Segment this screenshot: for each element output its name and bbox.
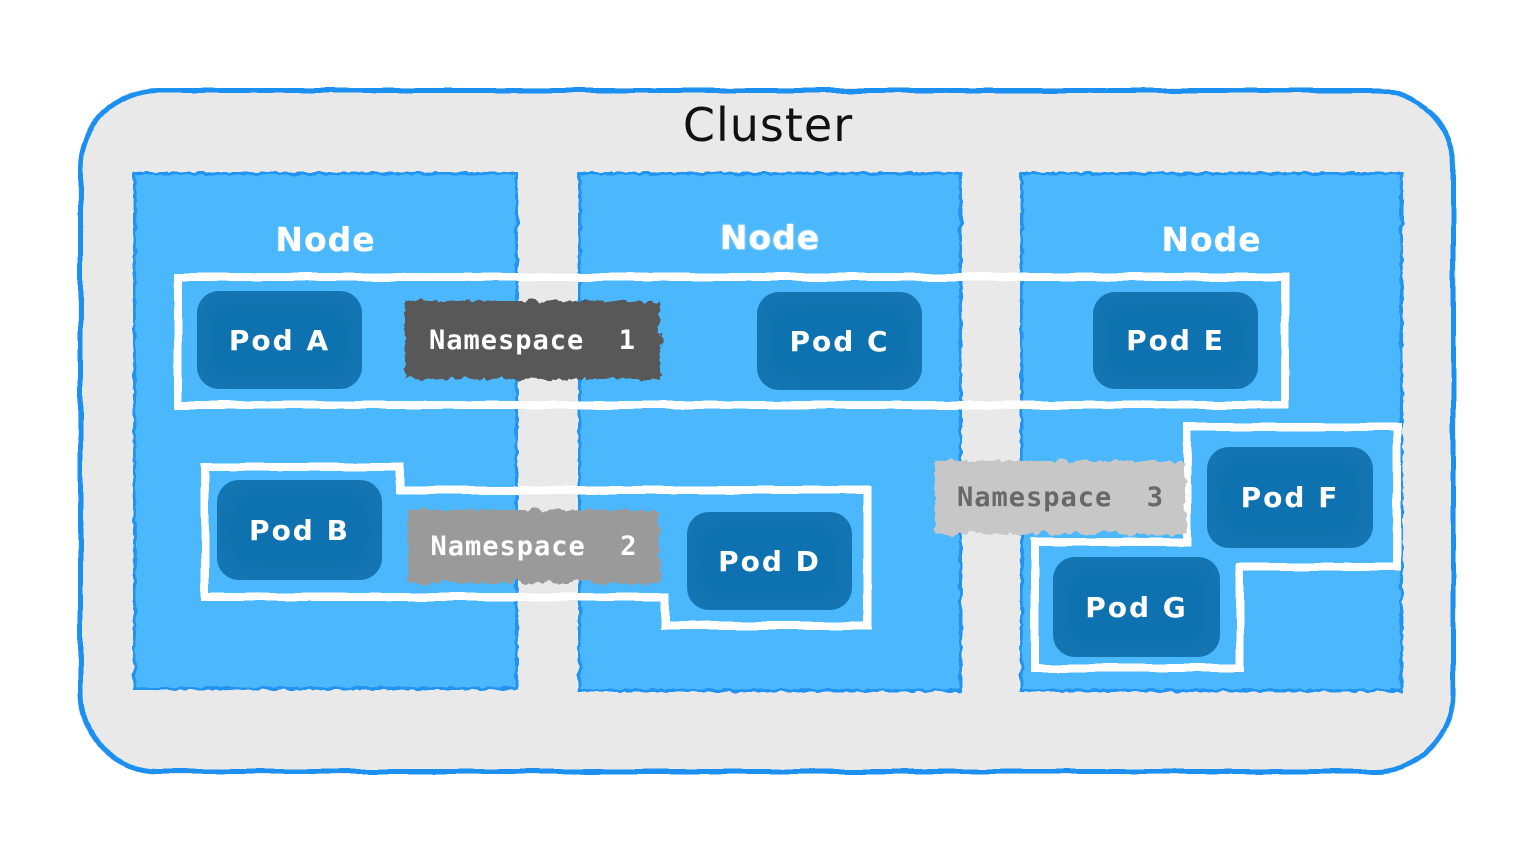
pod-e: Pod E	[1093, 292, 1258, 389]
namespace-2-label-bg	[408, 510, 660, 583]
namespace-1-label-text: Namespace 1	[428, 324, 637, 356]
pod-a: Pod A	[197, 291, 362, 389]
node-1-label: Node	[275, 220, 376, 259]
namespace-3-label: Namespace 3	[935, 461, 1186, 534]
pod-f: Pod F	[1207, 447, 1373, 548]
namespace-3-label-text: Namespace 3	[956, 482, 1165, 513]
namespace-1-label-bg	[405, 301, 660, 379]
node-3-label: Node	[1161, 220, 1262, 259]
pod-b: Pod B	[217, 480, 382, 580]
cluster-title: Cluster	[682, 98, 854, 152]
pod-d: Pod D	[687, 512, 852, 610]
namespace-2-label-text: Namespace 2	[430, 531, 638, 562]
namespace-3-label-bg	[935, 461, 1186, 534]
namespace-2-label: Namespace 2	[408, 510, 660, 583]
node-2-label: Node	[719, 218, 821, 257]
pod-c: Pod C	[757, 292, 922, 390]
namespace-1-label: Namespace 1	[405, 301, 660, 379]
pod-g: Pod G	[1053, 557, 1220, 657]
